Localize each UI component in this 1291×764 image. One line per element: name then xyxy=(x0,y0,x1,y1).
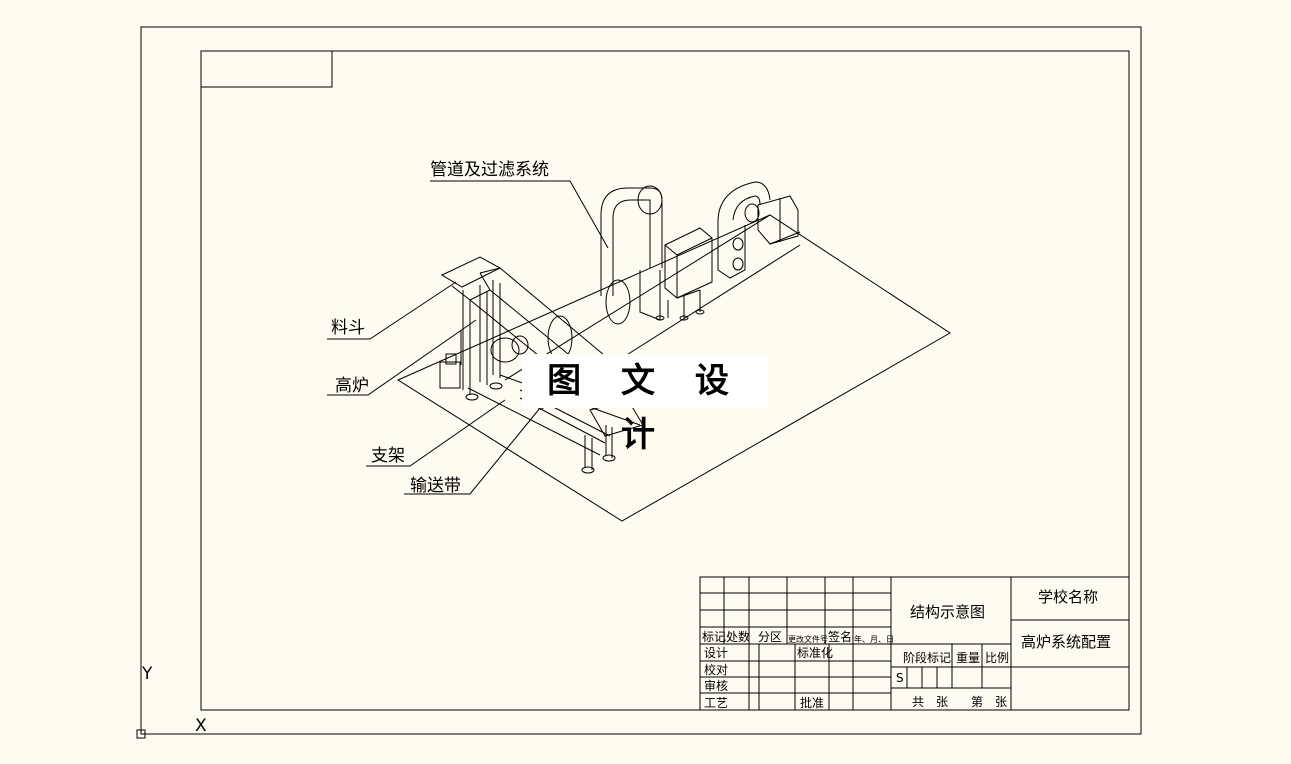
tb-school: 学校名称 xyxy=(1038,588,1099,606)
code-box xyxy=(200,50,333,88)
tb-header-count: 处数 xyxy=(726,630,751,644)
tb-approve: 批准 xyxy=(800,696,825,710)
title-block-grid xyxy=(699,576,1130,711)
label-furnace: 高炉 xyxy=(335,376,369,396)
leader-lines xyxy=(327,180,609,495)
tb-header-change: 更改文件号 xyxy=(788,635,828,644)
riser-1 xyxy=(600,185,663,321)
tb-sheets-total: 共 张 xyxy=(912,695,949,709)
outer-frame xyxy=(140,26,1142,735)
tb-project: 高炉系统配置 xyxy=(1021,633,1112,651)
tb-weight: 重量 xyxy=(956,651,981,665)
tb-row-review: 审核 xyxy=(704,679,729,693)
tb-header-mark: 标记 xyxy=(702,630,727,644)
tb-header-sign: 签名 xyxy=(828,630,853,644)
tb-row-check: 校对 xyxy=(704,663,729,677)
tb-sheet-no: 第 张 xyxy=(971,695,1008,709)
riser-2 xyxy=(717,181,801,279)
tb-row-process: 工艺 xyxy=(704,696,729,710)
tb-drawing-name: 结构示意图 xyxy=(910,603,986,621)
watermark: 图 文 设 计 xyxy=(522,354,768,455)
axis-x-label: X xyxy=(195,716,207,736)
furnace-unit xyxy=(439,330,529,389)
label-hopper: 料斗 xyxy=(331,318,365,338)
tb-standardize: 标准化 xyxy=(797,646,834,660)
label-frame: 支架 xyxy=(371,446,405,466)
tb-row-design: 设计 xyxy=(704,646,729,660)
tb-header-zone: 分区 xyxy=(758,630,783,644)
tb-stage-mark: 阶段标记 xyxy=(903,651,952,665)
label-pipe-filter: 管道及过滤系统 xyxy=(430,160,549,180)
label-conveyor: 输送带 xyxy=(410,476,461,496)
filter-box xyxy=(655,227,713,321)
tb-stage-value: S xyxy=(896,671,904,685)
base-platform xyxy=(396,214,951,522)
inner-frame xyxy=(200,50,1130,711)
tb-scale: 比例 xyxy=(985,651,1010,665)
ucs-icon xyxy=(140,684,191,735)
axis-y-label: Y xyxy=(142,664,153,684)
tb-header-date: 年、月、日 xyxy=(854,635,894,644)
